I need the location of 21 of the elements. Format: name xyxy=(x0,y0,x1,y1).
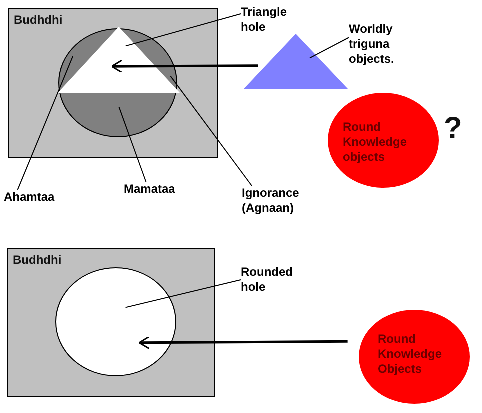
leader-line xyxy=(17,56,74,190)
callout-label: Rounded hole xyxy=(241,265,311,295)
arrow xyxy=(138,336,348,350)
callout-label: Ignorance (Agnaan) xyxy=(242,186,322,216)
leader-line xyxy=(118,106,147,182)
panel xyxy=(8,8,218,158)
leader-line xyxy=(310,37,350,59)
callout-label: Worldly triguna objects. xyxy=(349,22,421,67)
circle-label: Round Knowledge Objects xyxy=(378,332,444,377)
question-mark: ? xyxy=(444,112,462,146)
panel-title: Budhdhi xyxy=(13,253,63,268)
panel xyxy=(7,248,215,397)
callout-label: Triangle hole xyxy=(241,5,311,35)
leader-line xyxy=(125,280,242,308)
callout-label: Ahamtaa xyxy=(4,190,64,205)
panel-title: Budhdhi xyxy=(14,13,64,28)
leader-line xyxy=(125,14,242,47)
callout-label: Mamataa xyxy=(124,182,184,197)
arrow xyxy=(111,60,258,74)
circle-label: Round Knowledge objects xyxy=(343,120,408,165)
leader-line xyxy=(170,76,252,186)
